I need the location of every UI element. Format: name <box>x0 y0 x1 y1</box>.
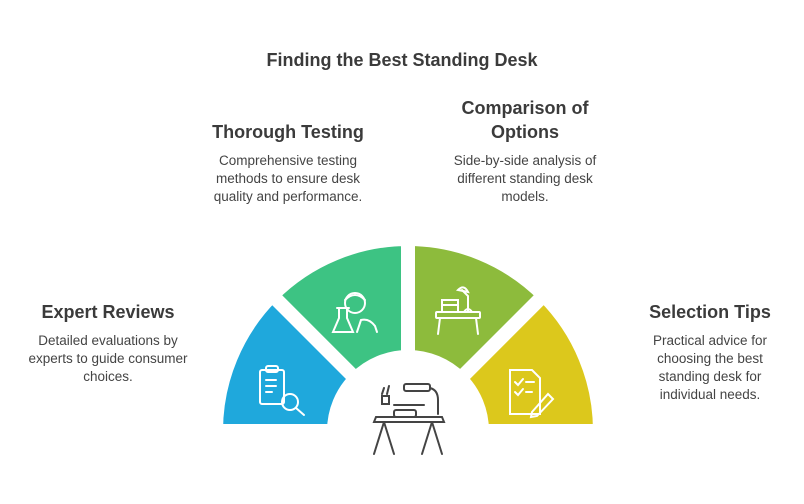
selection-tips-segment <box>450 285 608 438</box>
diagram-title: Finding the Best Standing Desk <box>266 50 538 70</box>
selection-tips-block: Selection Tips Practical advice for choo… <box>620 300 800 404</box>
scientist-icon <box>331 292 378 333</box>
baseline-mask <box>0 431 804 504</box>
checklist-pen-icon <box>509 369 555 419</box>
thorough-testing-block: Thorough Testing Comprehensive testing m… <box>198 120 378 206</box>
expert-reviews-description: Detailed evaluations by experts to guide… <box>28 333 188 384</box>
expert-reviews-title: Expert Reviews <box>41 302 175 322</box>
comparison-title: Comparison of Options <box>461 98 589 142</box>
expert-reviews-block: Expert Reviews Detailed evaluations by e… <box>18 300 198 386</box>
clipboard-search-icon <box>259 365 305 416</box>
comparison-description: Side-by-side analysis of different stand… <box>453 153 597 204</box>
comparison-block: Comparison of Options Side-by-side analy… <box>440 96 610 206</box>
selection-tips-title: Selection Tips <box>649 302 771 322</box>
standing-desk-icon <box>372 383 446 455</box>
selection-tips-description: Practical advice for choosing the best s… <box>652 333 768 402</box>
thorough-testing-description: Comprehensive testing methods to ensure … <box>213 153 363 204</box>
thorough-testing-title: Thorough Testing <box>212 122 364 142</box>
desk-lamp-icon <box>435 286 481 335</box>
